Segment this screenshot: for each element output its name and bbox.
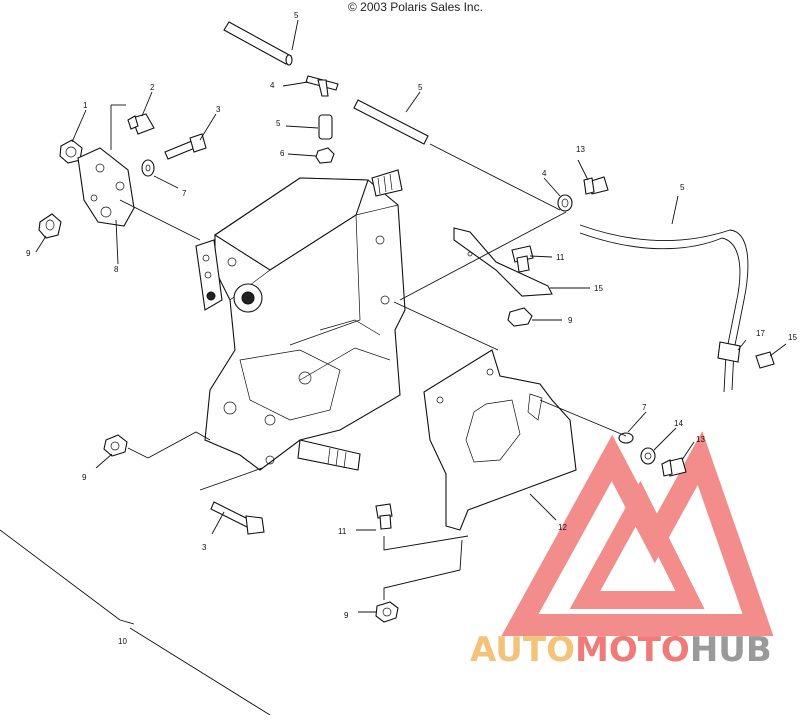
hose-line — [579, 224, 749, 393]
tube-part-5-top — [223, 21, 293, 66]
nut-part-9-lower-left — [103, 434, 128, 457]
callout-15-shield: 15 — [594, 284, 603, 293]
callout-6: 6 — [280, 149, 285, 158]
nut-part-9-bottom — [375, 601, 399, 623]
bolt-part-2 — [127, 113, 155, 135]
callout-2: 2 — [150, 83, 155, 92]
washer-part-14-right — [640, 447, 656, 465]
callout-11-upper: 11 — [556, 253, 565, 262]
callout-12: 12 — [558, 523, 567, 532]
callout-5-short: 5 — [276, 119, 281, 128]
callout-5-hose: 5 — [680, 183, 685, 192]
bolt-part-3-bottom — [210, 501, 265, 535]
callout-11-lower: 11 — [338, 527, 347, 536]
callout-9-right: 9 — [568, 316, 573, 325]
callout-9-left: 9 — [26, 249, 31, 258]
callout-9-lower-left: 9 — [82, 473, 87, 482]
bolt-part-15-right — [755, 351, 775, 369]
bolt-part-13-top — [583, 176, 609, 195]
callout-8: 8 — [114, 265, 119, 274]
callout-9-bottom: 9 — [344, 611, 349, 620]
nut-part-6 — [315, 147, 335, 164]
watermark-hub: HUB — [689, 630, 772, 670]
callout-13-right: 13 — [696, 435, 705, 444]
washer-part-14-top — [557, 194, 573, 212]
callout-7-right: 7 — [642, 403, 647, 412]
callout-3-bottom: 3 — [202, 543, 207, 552]
callout-3-top: 3 — [216, 105, 221, 114]
watermark-logo — [501, 431, 774, 636]
callout-17: 17 — [756, 329, 765, 338]
tube-part-5-right — [353, 99, 429, 145]
bolt-part-11-lower — [375, 503, 393, 530]
watermark-text: AUTOMOTOHUB — [470, 630, 800, 670]
callout-4-top: 4 — [270, 81, 275, 90]
callout-7-left: 7 — [182, 189, 187, 198]
copyright-text: © 2003 Polaris Sales Inc. — [348, 0, 483, 14]
skid-plate-part-12 — [423, 349, 577, 531]
callout-labels: 5 4 5 6 5 1 2 3 7 9 8 13 4 5 11 15 9 17 … — [26, 11, 797, 646]
callout-1: 1 — [83, 101, 88, 110]
callout-5-top: 5 — [294, 11, 299, 20]
nut-part-9-left — [38, 213, 62, 239]
leader-lines — [0, 19, 787, 716]
bolt-part-3-top — [164, 133, 207, 160]
bolt-part-11-upper — [511, 245, 534, 273]
heat-shield-part-15 — [453, 227, 553, 297]
bracket-part-8 — [77, 147, 135, 227]
washer-part-7-right — [618, 432, 634, 444]
callout-14: 14 — [674, 419, 683, 428]
watermark-moto: MOTO — [574, 630, 690, 670]
watermark-auto: AUTO — [470, 630, 575, 670]
washer-part-7 — [141, 159, 155, 177]
callout-13-top: 13 — [576, 145, 585, 154]
t-fitting-part-4 — [305, 75, 339, 97]
callout-15-right: 15 — [788, 333, 797, 342]
callout-4-right: 4 — [542, 169, 547, 178]
callout-5-right: 5 — [418, 83, 423, 92]
callout-10: 10 — [118, 637, 127, 646]
bolt-part-13-right — [661, 457, 687, 477]
tube-part-5-short — [318, 114, 333, 140]
nut-part-9-right — [507, 307, 533, 327]
transmission-assembly — [195, 169, 406, 471]
